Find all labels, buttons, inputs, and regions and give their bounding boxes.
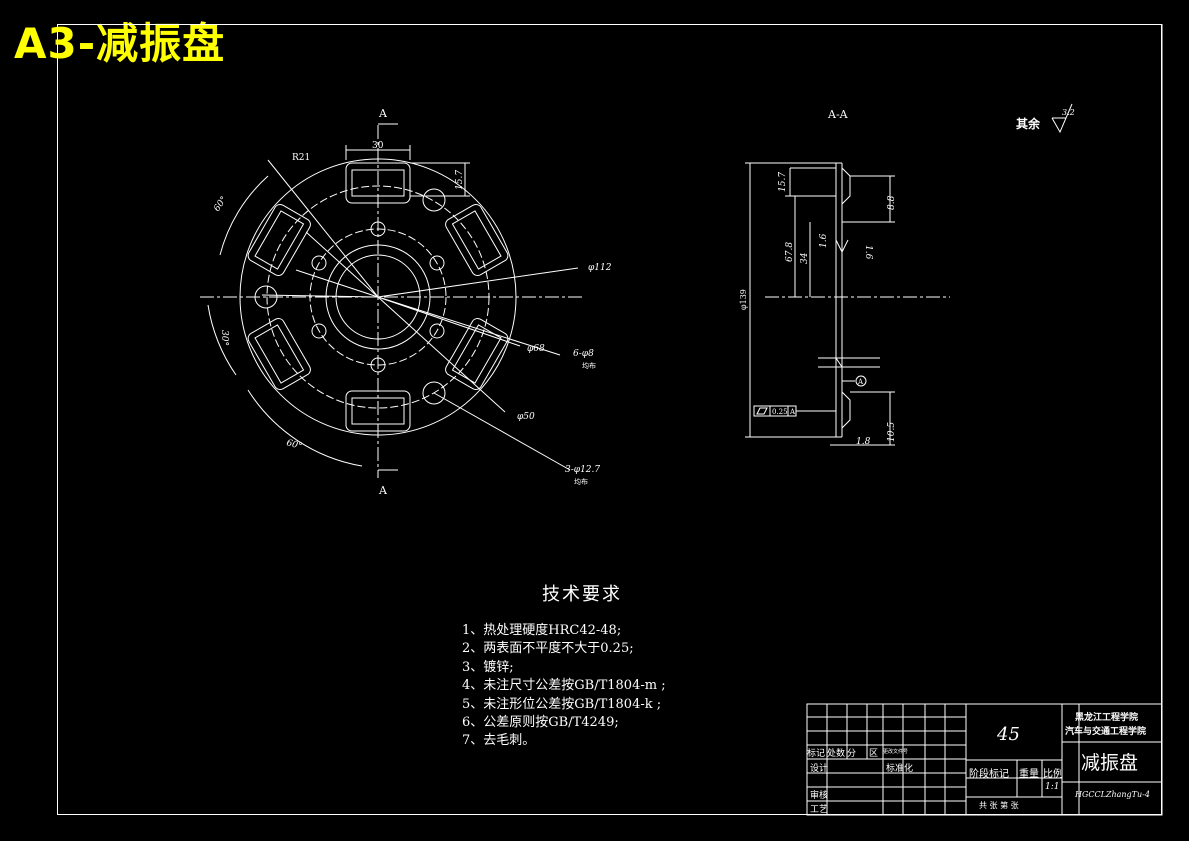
- title-block: 45 黑龙江工程学院 汽车与交通工程学院 减振盘 HGCCLZhangTu-4 …: [807, 704, 1162, 815]
- material: 45: [997, 724, 1020, 745]
- tech-item: 4、未注尺寸公差按GB/T1804-m ;: [462, 678, 666, 694]
- school-line2: 汽车与交通工程学院: [1065, 727, 1147, 737]
- datum-marker: A: [857, 378, 864, 386]
- dim-angle-60a: 60°: [212, 195, 229, 214]
- sec-dim-h15-7: 15.7: [778, 172, 788, 192]
- weight-label: 重量: [1019, 769, 1039, 780]
- tech-requirements-list: 1、热处理硬度HRC42-48; 2、两表面不平度不大于0.25; 3、镀锌; …: [462, 622, 666, 751]
- dim-angle-60b: 60°: [285, 438, 303, 452]
- review-label: 审核: [810, 791, 829, 801]
- sec-dim-h8-8: 8.8: [887, 195, 897, 210]
- dim-holes6-note: 均布: [582, 361, 596, 370]
- dim-r21: R21: [292, 153, 310, 163]
- roughness-value: 3.2: [1062, 108, 1075, 117]
- flatness-datum: A: [789, 408, 796, 416]
- drawing-title: A3-减振盘: [14, 19, 226, 68]
- sec-dim-d139: φ139: [739, 289, 748, 310]
- dim-d112: φ112: [588, 263, 612, 273]
- dim-d50: φ50: [517, 412, 535, 422]
- standard-label: 标准化: [886, 764, 914, 774]
- section-view-labels: A-A 其余 3.2 15.7 φ139 67.8 34 1.6 1.6 8.8…: [739, 108, 1075, 447]
- ratio-label: 比例: [1043, 769, 1063, 780]
- drawing-number: HGCCLZhangTu-4: [1075, 790, 1150, 799]
- dim-h15-7: 15.7: [455, 170, 465, 190]
- tech-requirements-heading: 技术要求: [542, 584, 622, 605]
- front-view: [200, 123, 585, 478]
- sec-dim-h10-5: 10.5: [887, 422, 897, 442]
- dim-d68: φ68: [527, 344, 545, 354]
- design-label: 设计: [810, 764, 829, 774]
- sec-dim-h67-8: 67.8: [785, 242, 795, 262]
- dim-width-30: 30: [372, 141, 384, 151]
- section-marker-top: A: [378, 107, 388, 120]
- title-block-grid: [806, 703, 1163, 816]
- sheets-label: 共 张 第 张: [979, 801, 1019, 810]
- dim-holes3-note: 均布: [574, 477, 588, 486]
- col-count: 处数: [827, 749, 846, 759]
- dim-holes3: 3-φ12.7: [565, 465, 600, 475]
- sec-dim-t1-6a: 1.6: [819, 233, 829, 248]
- col-zone: 分: [847, 749, 857, 759]
- stage-mark-label: 阶段标记: [969, 769, 1009, 780]
- process-label: 工艺: [810, 805, 829, 815]
- school-line1: 黑龙江工程学院: [1075, 713, 1139, 723]
- tech-item: 2、两表面不平度不大于0.25;: [462, 641, 634, 657]
- col-change: 区: [869, 749, 879, 759]
- sec-dim-t1-6b: 1.6: [863, 245, 873, 260]
- col-marker: 标记: [807, 749, 826, 759]
- tech-item: 3、镀锌;: [462, 659, 514, 675]
- sec-dim-h34: 34: [800, 252, 810, 264]
- dim-angle-30: 30°: [219, 330, 229, 346]
- section-title: A-A: [827, 108, 849, 121]
- scale: 1:1: [1045, 782, 1060, 792]
- tech-item: 7、去毛刺。: [462, 733, 536, 749]
- dim-holes6: 6-φ8: [573, 349, 594, 359]
- part-name: 减振盘: [1081, 752, 1139, 774]
- flatness-value: 0.25: [772, 408, 788, 416]
- tech-item: 1、热处理硬度HRC42-48;: [462, 623, 622, 638]
- tech-item: 6、公差原则按GB/T4249;: [462, 715, 619, 731]
- tech-item: 5、未注形位公差按GB/T1804-k ;: [462, 696, 662, 712]
- roughness-label: 其余: [1016, 116, 1041, 131]
- section-view: [745, 103, 1073, 446]
- section-marker-bottom: A: [378, 484, 388, 497]
- col-file: 更改文件号: [883, 749, 909, 755]
- sec-dim-t1-8: 1.8: [856, 437, 871, 447]
